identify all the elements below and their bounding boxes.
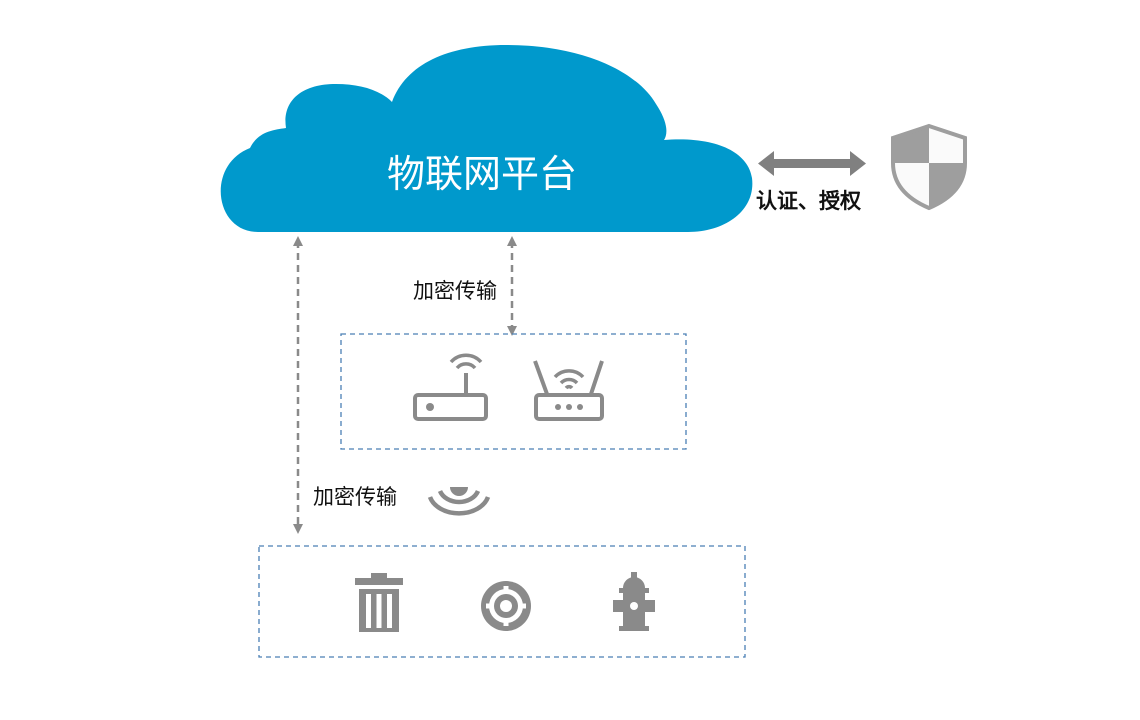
security-label: 认证、授权: [756, 189, 861, 213]
cloud-platform-label: 物联网平台: [387, 152, 577, 196]
device-group: [258, 545, 746, 658]
double-arrow-icon: [758, 151, 866, 176]
gateway-group-border: [340, 333, 687, 450]
gateway-link-label: 加密传输: [413, 279, 497, 303]
gateway-group: [340, 333, 687, 450]
trash-bin-icon: [355, 573, 403, 632]
router-icon: [413, 353, 488, 421]
locator-target-icon: [481, 581, 531, 631]
device-link-label: 加密传输: [313, 485, 397, 509]
security-section: 认证、授权: [756, 123, 967, 213]
cloud-platform: 物联网平台: [220, 45, 753, 232]
shield-icon: [891, 123, 967, 211]
fire-hydrant-icon: [613, 572, 655, 631]
device-group-border: [258, 545, 746, 658]
cloud-icon: [220, 45, 753, 232]
wireless-signal-icon: [427, 487, 491, 516]
dual-antenna-router-icon: [533, 360, 604, 421]
